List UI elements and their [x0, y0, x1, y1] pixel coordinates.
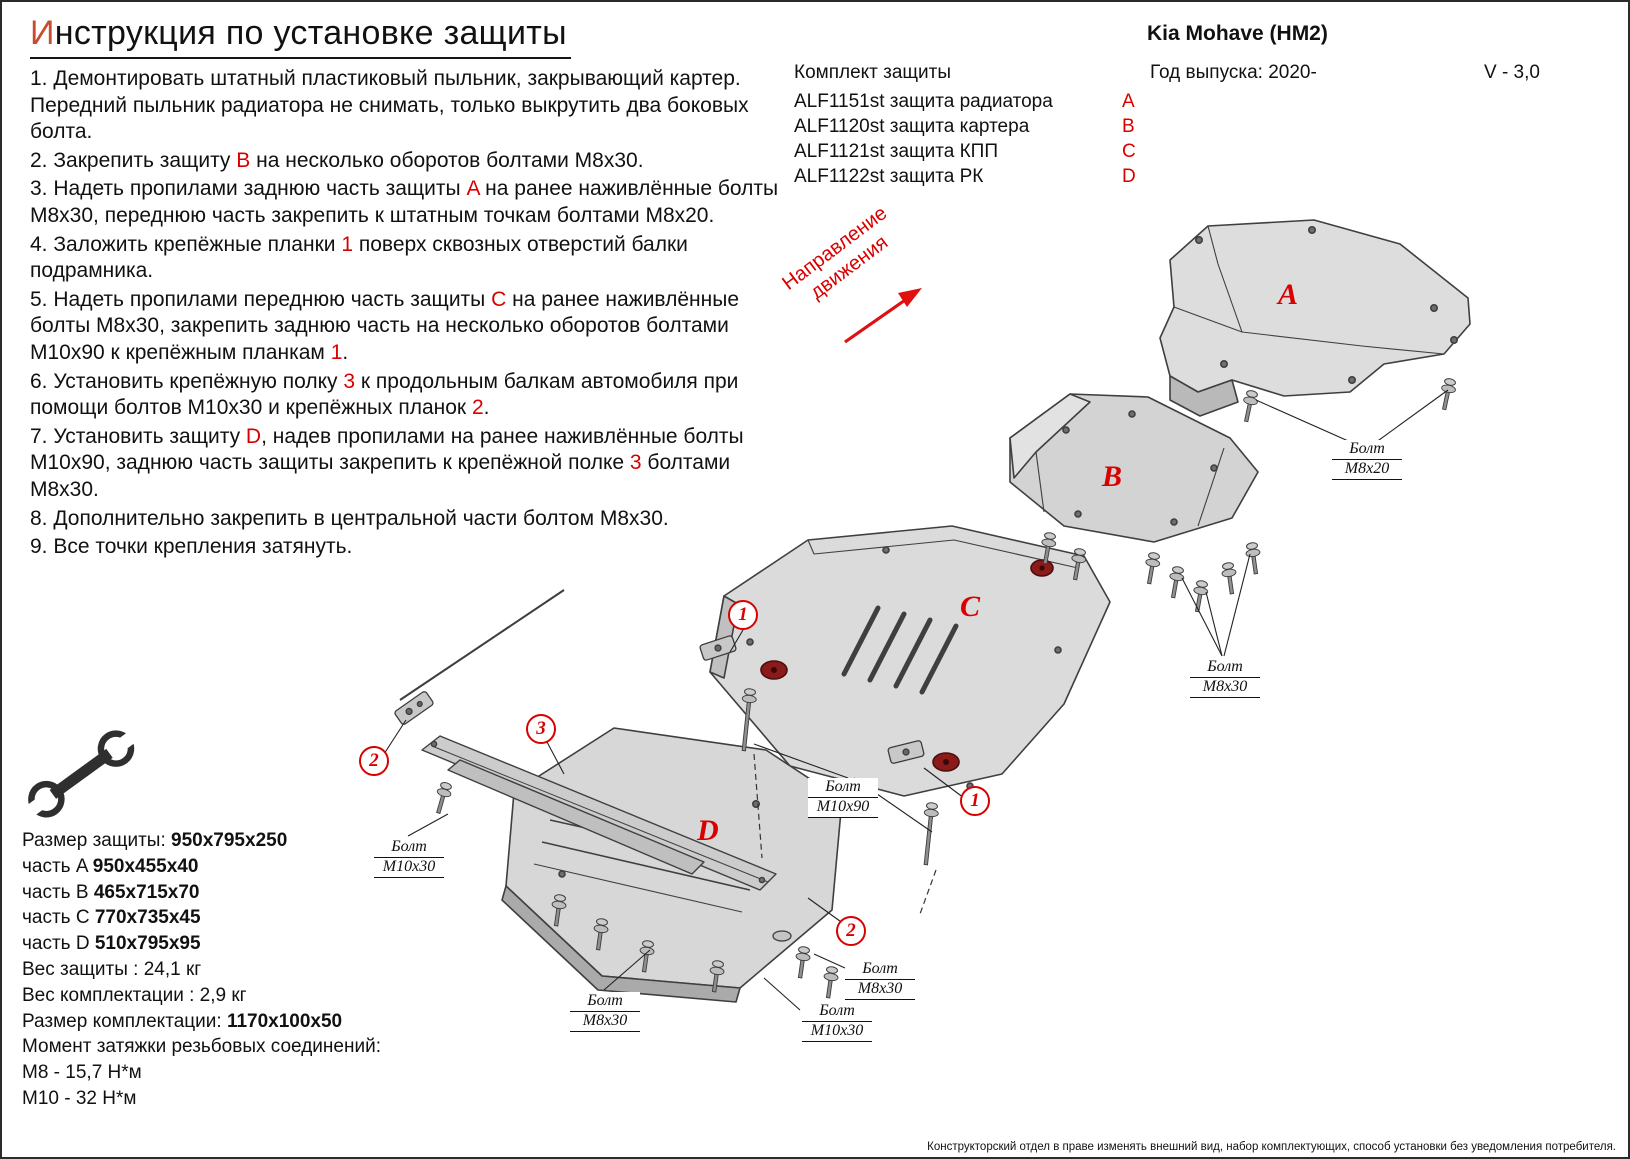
spec-label: часть A: [22, 855, 93, 877]
kit-block: Комплект защиты ALF1151st защита радиато…: [794, 60, 1146, 189]
part-reference: C: [491, 287, 507, 311]
kit-item-code: ALF1120st защита картера: [794, 116, 1030, 137]
spec-row: М8 - 15,7 Н*м: [22, 1060, 381, 1086]
part-reference: 3: [629, 451, 642, 475]
spec-label: Вес комплектации : 2,9 кг: [22, 984, 247, 1006]
part-reference: 2: [471, 396, 484, 420]
kit-item-code: ALF1122st защита РК: [794, 166, 984, 187]
step-text: 5. Надеть пропилами переднюю часть защит…: [30, 287, 492, 311]
kit-item: ALF1122st защита РК D: [794, 164, 1146, 189]
step-text: .: [483, 396, 490, 420]
instruction-step: 4. Заложить крепёжные планки 1 поверх ск…: [30, 232, 782, 285]
spec-row: Момент затяжки резьбовых соединений:: [22, 1034, 381, 1060]
part-reference: 1: [341, 232, 354, 256]
step-text: к продольным балкам автомобиля при помощ…: [30, 369, 739, 420]
spec-value: 510х795х95: [94, 933, 201, 955]
spec-label: М8 - 15,7 Н*м: [22, 1062, 142, 1084]
step-text: 7. Установить защиту: [30, 424, 246, 448]
step-text: 3. Надеть пропилами заднюю часть защиты: [30, 177, 467, 201]
kit-item: ALF1121st защита КПП C: [794, 139, 1146, 164]
wrench-icon: [21, 728, 141, 820]
spec-label: М10 - 32 Н*м: [22, 1087, 137, 1109]
spec-row: часть B 465х715х70: [22, 880, 381, 906]
kit-item-letter: A: [1122, 91, 1135, 112]
spec-label: часть D: [22, 933, 95, 955]
spec-row: часть D 510х795х95: [22, 931, 381, 957]
step-text: 2. Закрепить защиту: [30, 148, 237, 172]
spec-row: Размер защиты: 950х795х250: [22, 828, 381, 854]
direction-arrow: [844, 288, 922, 344]
title-text: нструкция по установке защиты: [54, 14, 567, 52]
alignment-lines: [753, 753, 937, 915]
kit-item: ALF1120st защита картера B: [794, 114, 1146, 139]
kit-item-code: ALF1121st защита КПП: [794, 141, 998, 162]
instruction-step: 6. Установить крепёжную полку 3 к продол…: [30, 369, 782, 422]
step-text: на ранее наживлённые болты М8х30, закреп…: [30, 287, 740, 364]
spec-label: часть C: [22, 907, 95, 929]
step-text: , надев пропилами на ранее наживлённые б…: [30, 424, 744, 475]
vehicle-model: Kia Mohave (HM2): [1147, 22, 1328, 45]
step-text: 4. Заложить крепёжные планки: [30, 232, 342, 256]
spec-row: М10 - 32 Н*м: [22, 1086, 381, 1112]
spec-label: Момент затяжки резьбовых соединений:: [22, 1036, 381, 1058]
spec-row: часть C 770х735х45: [22, 905, 381, 931]
instruction-step: 2. Закрепить защиту B на несколько оборо…: [30, 148, 782, 175]
part-reference: D: [245, 424, 262, 448]
step-text: на несколько оборотов болтами М8х30.: [250, 148, 644, 172]
spec-row: часть A 950х455х40: [22, 854, 381, 880]
footer-note: Конструкторский отдел в праве изменять в…: [927, 1141, 1616, 1153]
instruction-step: 3. Надеть пропилами заднюю часть защиты …: [30, 176, 782, 229]
spec-value: 770х735х45: [94, 907, 201, 929]
spec-label: часть B: [22, 881, 94, 903]
kit-item-letter: B: [1122, 116, 1135, 137]
part-a-shape: [1159, 219, 1471, 417]
spec-row: Размер комплектации: 1170х100х50: [22, 1009, 381, 1035]
part-c-shape: [709, 525, 1111, 797]
part-b-shape: [1009, 393, 1259, 543]
step-text: 6. Установить крепёжную полку: [30, 369, 344, 393]
instructions-list: 1. Демонтировать штатный пластиковый пыл…: [30, 66, 782, 563]
page-title: Инструкция по установке защиты: [30, 14, 571, 59]
spec-row: Вес защиты : 24,1 кг: [22, 957, 381, 983]
spec-value: 950х795х250: [171, 830, 288, 851]
step-text: 9. Все точки крепления затянуть.: [30, 535, 353, 559]
kit-item: ALF1151st защита радиатора A: [794, 89, 1146, 114]
part-reference: B: [236, 148, 251, 172]
kit-title: Комплект защиты: [794, 62, 952, 83]
spec-value: 1170х100х50: [226, 1010, 343, 1032]
production-year: Год выпуска: 2020-: [1150, 62, 1317, 83]
spec-value: 950х455х40: [92, 855, 199, 877]
version-label: V - 3,0: [1484, 62, 1540, 83]
step-text: .: [342, 340, 349, 364]
step-text: на ранее наживлённые болты М8х30, передн…: [30, 177, 779, 227]
spec-label: Размер защиты:: [22, 830, 172, 851]
spec-value: 465х715х70: [93, 881, 200, 903]
instruction-step: 5. Надеть пропилами переднюю часть защит…: [30, 287, 782, 367]
title-initial: И: [30, 14, 55, 52]
instruction-step: 1. Демонтировать штатный пластиковый пыл…: [30, 66, 782, 146]
spec-label: Размер комплектации:: [22, 1010, 227, 1032]
bracket-3-shape: [421, 735, 777, 891]
part-reference: 1: [330, 340, 343, 364]
kit-item-code: ALF1151st защита радиатора: [794, 91, 1053, 112]
part-reference: 3: [343, 369, 356, 393]
instruction-step: 7. Установить защиту D, надев пропилами …: [30, 424, 782, 504]
step-text: 1. Демонтировать штатный пластиковый пыл…: [30, 67, 749, 144]
part-reference: A: [466, 177, 480, 201]
clamp-plates: [394, 589, 925, 942]
step-text: 8. Дополнительно закрепить в центральной…: [30, 506, 669, 530]
spec-label: Вес защиты : 24,1 кг: [22, 958, 202, 980]
spec-row: Вес комплектации : 2,9 кг: [22, 983, 381, 1009]
step-text: болтами М8х30.: [30, 451, 731, 501]
kit-item-letter: D: [1122, 166, 1136, 187]
instruction-step: 9. Все точки крепления затянуть.: [30, 534, 782, 561]
step-text: поверх сквозных отверстий балки подрамни…: [30, 232, 688, 283]
instruction-step: 8. Дополнительно закрепить в центральной…: [30, 506, 782, 533]
kit-item-letter: C: [1122, 141, 1136, 162]
